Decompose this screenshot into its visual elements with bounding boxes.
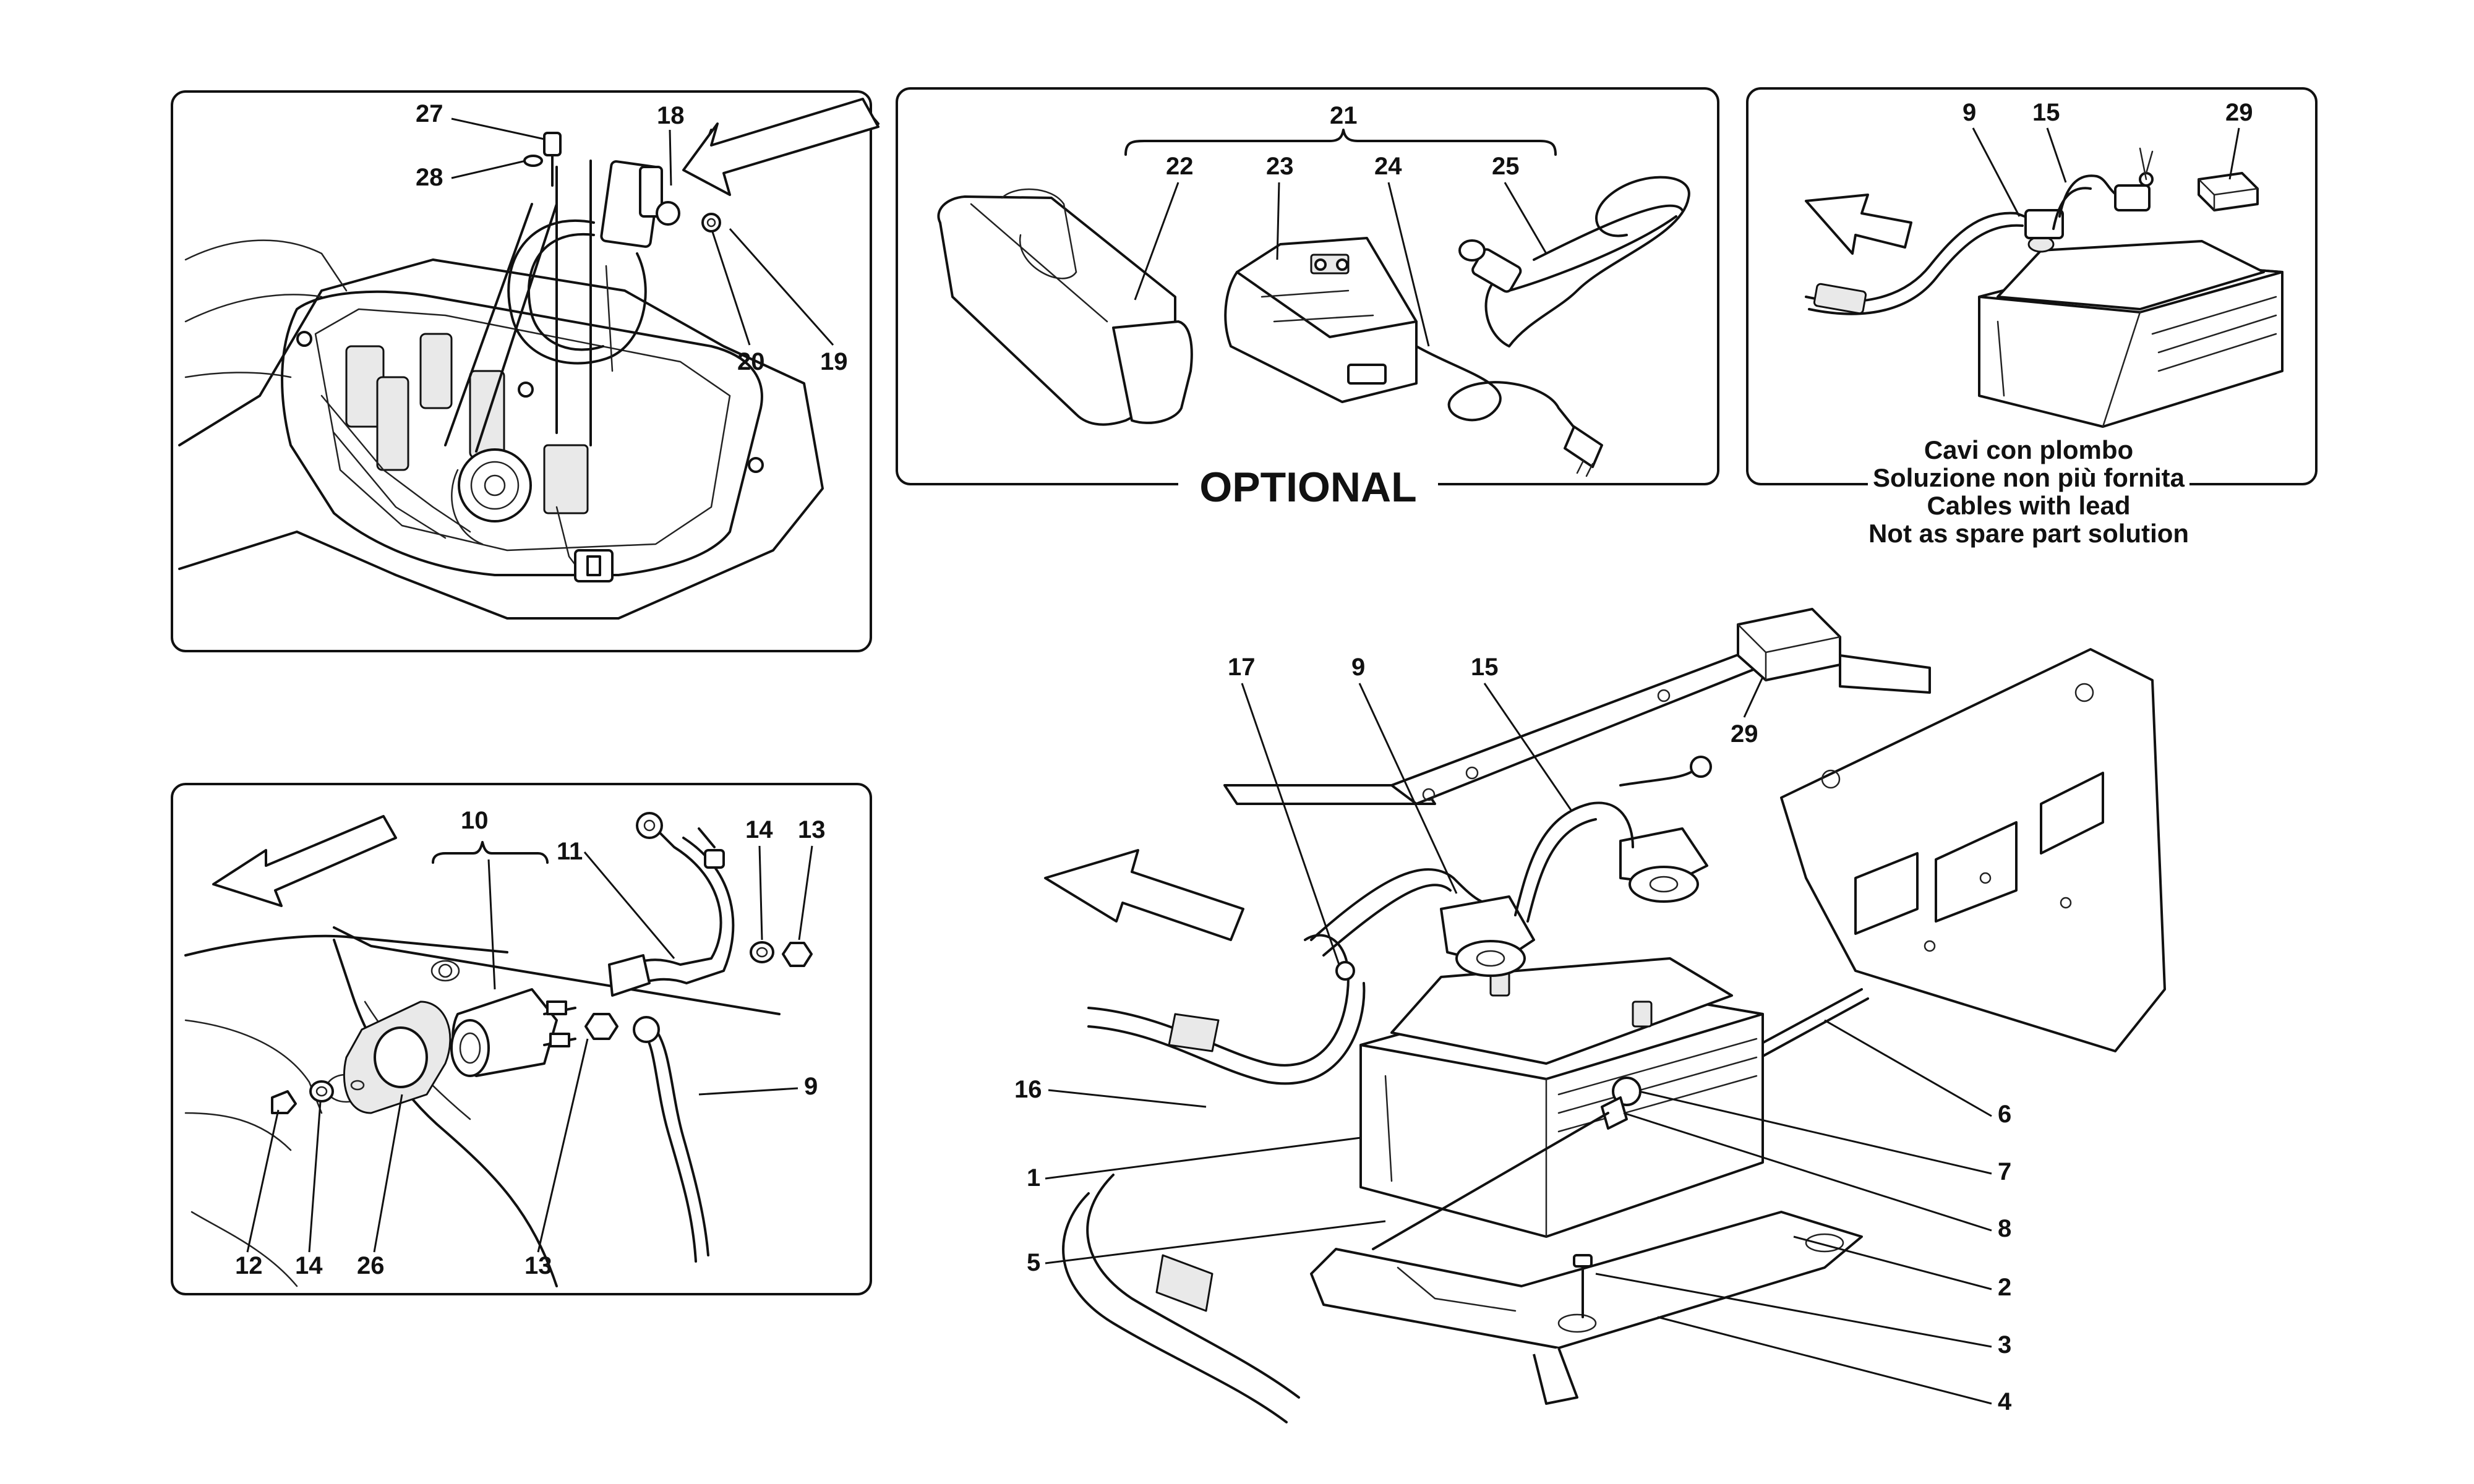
callout-15-top-right: 15 <box>2032 99 2060 126</box>
panel-lead-cables-note: 9 15 29 Cavi con plombo Soluzione non pi… <box>1746 87 2318 556</box>
lead-note-line-3: Cables with lead <box>1927 491 2130 520</box>
callout-16: 16 <box>1014 1076 1042 1103</box>
callout-4: 4 <box>1998 1388 2012 1415</box>
callout-21: 21 <box>1330 102 1358 129</box>
callout-13-right: 13 <box>798 816 826 843</box>
callout-23: 23 <box>1266 153 1294 180</box>
callout-10: 10 <box>461 807 489 834</box>
callout-29-top-right: 29 <box>2225 99 2253 126</box>
callout-15-main: 15 <box>1471 654 1499 681</box>
callout-9-top-right: 9 <box>1963 99 1976 126</box>
callout-20: 20 <box>737 348 765 375</box>
callout-11: 11 <box>557 838 583 865</box>
panel-engine-bay-detail: 27 28 18 20 19 <box>171 90 880 652</box>
optional-label: OPTIONAL <box>1199 464 1416 511</box>
callout-3: 3 <box>1998 1331 2011 1358</box>
callout-14-right: 14 <box>745 816 773 843</box>
callout-29-main: 29 <box>1731 720 1758 748</box>
callout-5: 5 <box>1027 1249 1040 1276</box>
lead-note-line-1: Cavi con plombo <box>1924 435 2133 464</box>
callout-27: 27 <box>416 100 443 127</box>
callout-22: 22 <box>1166 153 1194 180</box>
callout-13-lower: 13 <box>524 1252 552 1279</box>
callout-9-bottom-left: 9 <box>804 1073 818 1100</box>
panel-cutoff-switch-detail: 10 11 14 13 9 12 14 26 13 <box>171 783 872 1295</box>
callout-8: 8 <box>1998 1215 2011 1242</box>
lead-note-line-4: Not as spare part solution <box>1868 519 2189 548</box>
panel-optional-charger-kit: 21 22 23 24 25 OPTIONAL <box>896 87 1719 511</box>
callout-24: 24 <box>1374 153 1402 180</box>
callout-7: 7 <box>1998 1158 2011 1185</box>
callout-9-main: 9 <box>1351 654 1365 681</box>
callout-6: 6 <box>1998 1101 2011 1128</box>
callout-25: 25 <box>1492 153 1520 180</box>
callout-12: 12 <box>235 1252 263 1279</box>
callout-28: 28 <box>416 164 443 191</box>
callout-19: 19 <box>820 348 848 375</box>
callout-1: 1 <box>1027 1164 1040 1192</box>
callout-14-left: 14 <box>295 1252 323 1279</box>
panel-battery-assembly: 17 9 15 29 16 1 5 6 7 8 2 3 4 <box>1014 608 2166 1423</box>
callout-26: 26 <box>357 1252 385 1279</box>
lead-note-line-2: Soluzione non più fornita <box>1873 463 2185 492</box>
callout-18: 18 <box>657 102 685 129</box>
callout-17: 17 <box>1228 654 1256 681</box>
callout-2: 2 <box>1998 1274 2011 1301</box>
